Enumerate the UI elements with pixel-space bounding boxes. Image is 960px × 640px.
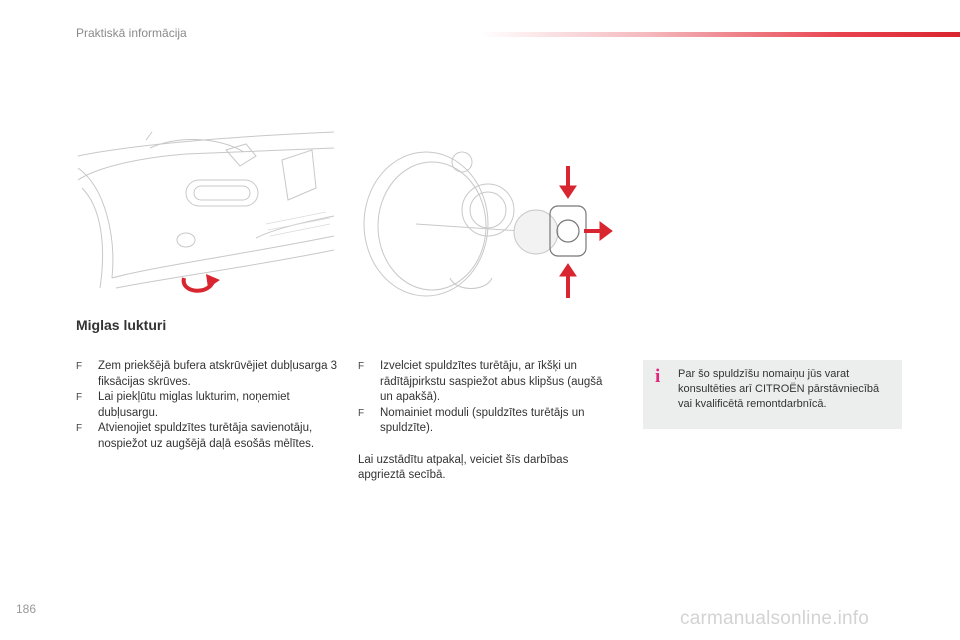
header-accent-bar — [480, 32, 960, 37]
watermark: carmanualsonline.info — [680, 608, 870, 629]
instructions-column-1: F Zem priekšējā bufera atskrūvējiet dubļu… — [76, 359, 340, 452]
reassembly-note: Lai uzstādītu atpakaļ, veiciet šīs darbī… — [358, 453, 569, 482]
info-icon: i — [655, 366, 661, 387]
bullet-icon: F — [76, 423, 83, 434]
info-text: Par šo spuldzīšu nomaiņu jūs varat konsu… — [678, 368, 880, 410]
bullet-icon: F — [358, 407, 365, 419]
bullet-icon: F — [76, 392, 83, 403]
bumper-illustration — [77, 131, 335, 293]
step-item: F Zem priekšējā bufera atskrūvējiet dubļu… — [76, 359, 340, 390]
step-text: Zem priekšējā bufera atskrūvējiet dubļus… — [98, 360, 338, 388]
header-section-title: Praktiskā informācija — [76, 26, 187, 40]
step-text: Lai piekļūtu miglas lukturim, noņemiet d… — [98, 391, 290, 419]
step-item: F Atvienojiet spuldzītes turētāja savieno… — [76, 421, 340, 452]
step-item: F Izvelciet spuldzītes turētāju, ar īkšķi… — [358, 359, 608, 406]
step-text: Atvienojiet spuldzītes turētāja savienot… — [98, 422, 315, 450]
step-text: Izvelciet spuldzītes turētāju, ar īkšķi … — [380, 360, 603, 403]
step-text: Nomainiet moduli (spuldzītes turētājs un… — [380, 406, 585, 435]
step-item: F Lai piekļūtu miglas lukturim, noņemiet … — [76, 390, 340, 421]
instructions-column-2: F Izvelciet spuldzītes turētāju, ar īkšķi… — [358, 359, 608, 484]
info-box: i Par šo spuldzīšu nomaiņu jūs varat kon… — [643, 360, 902, 429]
fog-lamp-illustration — [363, 151, 613, 298]
step-item: F Nomainiet moduli (spuldzītes turētājs u… — [358, 406, 608, 437]
bullet-icon: F — [358, 361, 365, 372]
page-number: 186 — [16, 602, 37, 616]
section-title: Miglas lukturi — [76, 317, 167, 333]
bullet-icon: F — [76, 361, 83, 372]
